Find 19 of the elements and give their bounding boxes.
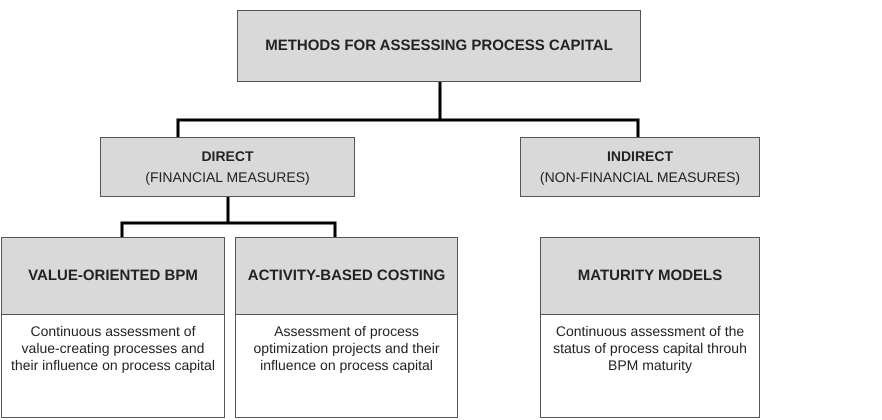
box-description: Assessment of process optimization projects and their influence on process capital [252, 322, 440, 374]
box-description: Continuous assessment of value-creating processes and their influence on process capital [10, 322, 216, 374]
title-box [237, 10, 641, 82]
box-heading: DIRECT [201, 147, 254, 166]
category-box [100, 137, 355, 197]
method-box [540, 237, 760, 418]
category-box [520, 137, 760, 197]
box-heading: INDIRECT [606, 147, 674, 166]
method-box [1, 237, 225, 418]
box-description: Continuous assessment of the status of process capital throuh BPM maturity [552, 322, 748, 374]
box-heading: ACTIVITY-BASED COSTING [236, 238, 457, 315]
box-heading: MATURITY MODELS [541, 238, 759, 315]
box-heading: VALUE-ORIENTED BPM [2, 238, 224, 315]
box-subheading: (NON-FINANCIAL MEASURES) [540, 168, 740, 187]
connector-line [438, 82, 640, 137]
method-box [235, 237, 458, 418]
box-heading: METHODS FOR ASSESSING PROCESS CAPITAL [265, 36, 613, 56]
connector-line [226, 197, 336, 237]
box-subheading: (FINANCIAL MEASURES) [145, 168, 310, 187]
